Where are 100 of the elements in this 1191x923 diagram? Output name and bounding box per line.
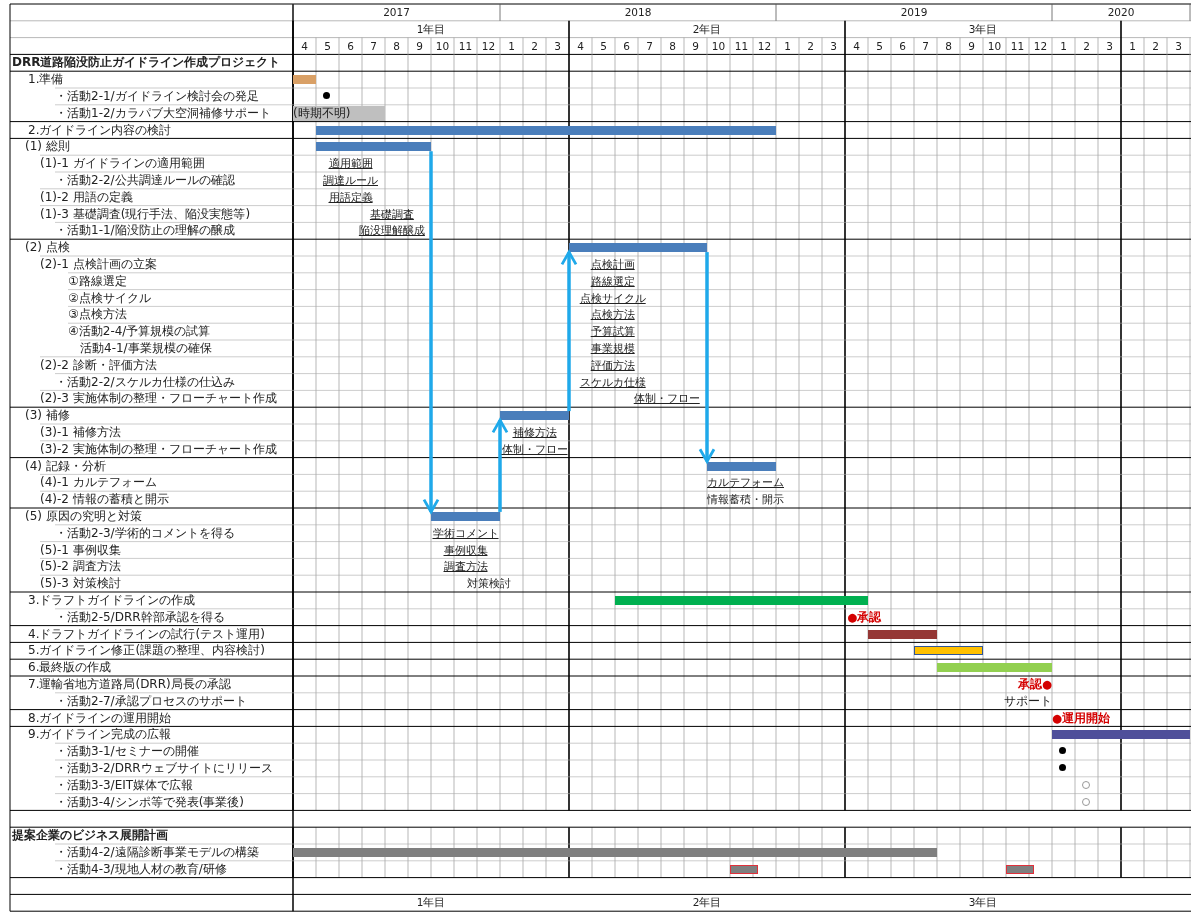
bar-label: 評価方法 <box>589 357 636 373</box>
bar-label: 体制・フロー <box>632 391 701 407</box>
section-heading: DRR道路陥没防止ガイドライン作成プロジェクト <box>12 54 281 72</box>
task-label: (2)-3 実施体制の整理・フローチャート作成 <box>40 390 277 408</box>
month-label: 5 <box>599 38 608 54</box>
month-label: 2 <box>1082 38 1091 54</box>
month-label: 7 <box>921 38 930 54</box>
milestone-label: ●承認 <box>847 608 883 626</box>
bar-label: 補修方法 <box>511 425 558 440</box>
month-label: 1 <box>507 38 516 54</box>
month-label: 7 <box>645 38 654 54</box>
task-label: (5)-3 対策検討 <box>40 575 121 593</box>
task-label: ・活動1-2/カラパブ大空洞補修サポート <box>55 104 271 122</box>
bar-label: 体制・フロー <box>500 441 569 457</box>
month-label: 2 <box>806 38 815 54</box>
month-label: 9 <box>967 38 976 54</box>
month-label: 6 <box>622 38 631 54</box>
gantt-bar <box>569 243 707 253</box>
month-label: 11 <box>1009 38 1026 54</box>
bar-label: 事例収集 <box>442 542 489 558</box>
month-label: 4 <box>576 38 585 54</box>
year-label: 2017 <box>382 5 411 20</box>
task-label: ③点検方法 <box>68 306 127 324</box>
bar-label: 事業規模 <box>589 341 636 356</box>
task-label: (4)-1 カルテフォーム <box>40 474 157 492</box>
milestone-label: ●運用開始 <box>1052 709 1112 727</box>
month-label: 1 <box>1059 38 1068 54</box>
gantt-bar <box>500 411 569 421</box>
task-label: 活動4-1/事業規模の確保 <box>80 340 212 357</box>
gantt-bar <box>707 461 776 471</box>
bar-label: サポート <box>1003 692 1052 710</box>
month-label: 5 <box>323 38 332 54</box>
project-year-label: 3年目 <box>967 895 999 911</box>
year-label: 2020 <box>1106 5 1136 20</box>
month-label: 7 <box>369 38 378 54</box>
task-label: (2)-1 点検計画の立案 <box>40 256 157 273</box>
month-label: 6 <box>346 38 355 54</box>
arrow <box>560 250 578 412</box>
task-label: (1)-2 用語の定義 <box>40 188 133 206</box>
month-label: 11 <box>733 38 750 54</box>
task-label: ・活動2-3/学術的コメントを得る <box>55 524 235 542</box>
task-label: (3)-1 補修方法 <box>40 424 121 441</box>
task-label: (1) 総則 <box>25 138 70 156</box>
project-year-label: 1年目 <box>415 895 447 911</box>
task-label: ・活動2-2/公共調達ルールの確認 <box>55 172 235 189</box>
task-label: ・活動2-7/承認プロセスのサポート <box>55 692 247 710</box>
month-label: 6 <box>898 38 907 54</box>
bar-label: 基礎調査 <box>368 206 415 222</box>
task-label: 7.運輸省地方道路局(DRR)局長の承認 <box>28 676 231 693</box>
month-label: 3 <box>829 38 838 54</box>
arrow <box>698 252 716 463</box>
month-label: 4 <box>852 38 861 54</box>
bar-label: 学術コメント <box>431 525 500 541</box>
task-label: (1)-3 基礎調査(現行手法、陥没実態等) <box>40 205 251 223</box>
task-label: ・活動3-1/セミナーの開催 <box>55 743 199 761</box>
task-label: 2.ガイドライン内容の検討 <box>28 121 172 139</box>
bar-label: 調達ルール <box>322 173 379 188</box>
month-label: 3 <box>1174 38 1183 54</box>
arrow <box>491 418 509 512</box>
month-label: 2 <box>1151 38 1160 54</box>
month-label: 1 <box>1128 38 1137 54</box>
month-label: 12 <box>480 38 497 54</box>
task-label: 6.最終版の作成 <box>28 659 112 677</box>
task-label: (2) 点検 <box>25 239 70 257</box>
bar-label: 調査方法 <box>442 559 489 575</box>
task-label: (3)-2 実施体制の整理・フローチャート作成 <box>40 440 277 458</box>
project-year-label: 3年目 <box>967 21 999 37</box>
month-label: 2 <box>530 38 539 54</box>
task-label: ・活動4-3/現地人材の教育/研修 <box>55 860 227 878</box>
task-label: ④活動2-4/予算規模の試算 <box>68 323 211 341</box>
task-label: (4)-2 情報の蓄積と開示 <box>40 491 169 509</box>
project-year-label: 2年目 <box>691 895 723 911</box>
month-label: 12 <box>1032 38 1049 54</box>
month-label: 11 <box>457 38 474 54</box>
month-label: 10 <box>986 38 1003 54</box>
task-label: ・活動3-2/DRRウェブサイトにリリース <box>55 760 273 777</box>
task-label: (3) 補修 <box>25 407 70 425</box>
task-label: (5)-1 事例収集 <box>40 541 121 559</box>
task-label: ・活動2-2/スケルカ仕様の仕込み <box>55 373 235 391</box>
month-label: 10 <box>434 38 451 54</box>
project-year-label: 2年目 <box>691 21 723 37</box>
year-label: 2018 <box>623 5 653 20</box>
arrow <box>422 151 440 514</box>
month-label: 9 <box>691 38 700 54</box>
task-label: ・活動4-2/遠隔診断事業モデルの構築 <box>55 844 259 861</box>
milestone-label: 承認● <box>1016 676 1052 693</box>
bar-label: 点検方法 <box>589 307 636 323</box>
task-label: (1)-1 ガイドラインの適用範囲 <box>40 155 205 173</box>
task-label: ②点検サイクル <box>68 289 151 307</box>
gantt-bar <box>431 511 500 521</box>
section-heading: 提案企業のビジネス展開計画 <box>12 827 168 845</box>
bar-label: カルテフォーム <box>707 475 781 491</box>
task-label: 1.準備 <box>28 71 64 89</box>
bar-label: 予算試算 <box>589 324 636 340</box>
bar-label: 点検サイクル <box>578 290 647 306</box>
task-label: ①路線選定 <box>68 272 127 290</box>
bar-label: 点検計画 <box>589 257 636 272</box>
gantt-bar: (時期不明) <box>293 105 385 121</box>
bar-label: スケルカ仕様 <box>578 374 647 390</box>
bar-label: 路線選定 <box>589 273 636 289</box>
